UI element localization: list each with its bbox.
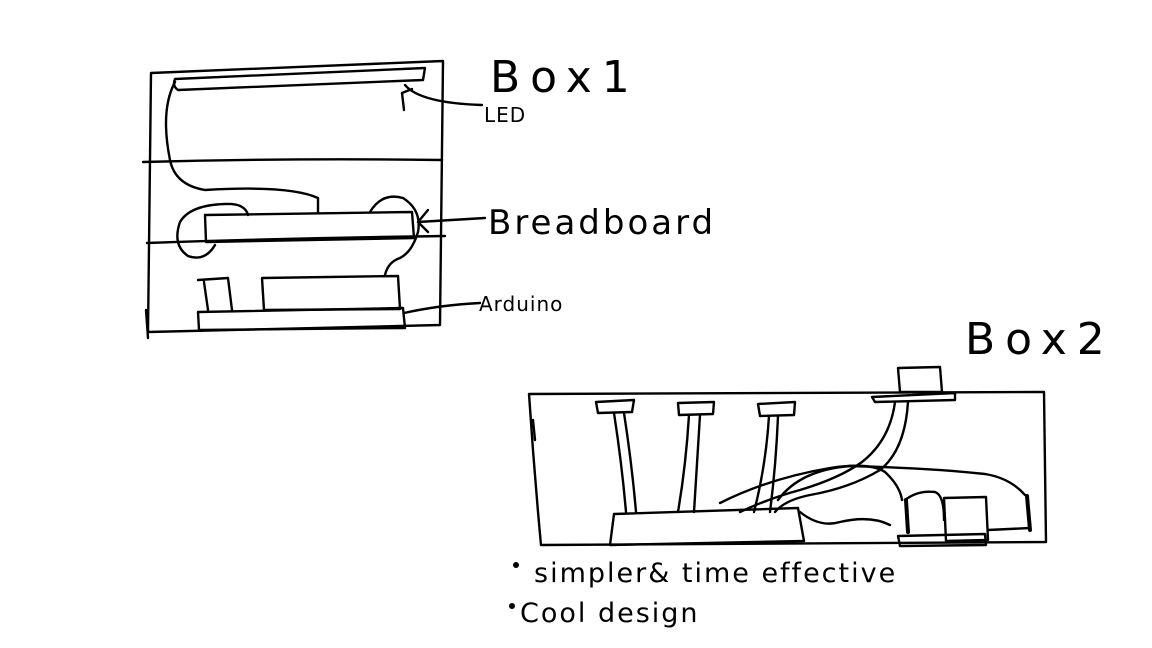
button-2-wires [678,415,700,512]
box1-title: Box1 [490,52,640,103]
box2-button-3 [758,402,795,416]
knob-wire-5 [800,512,890,525]
note-1-bullet [513,562,519,568]
box2-note-1: simpler& time effective [534,558,897,589]
box1-upper-shelf [143,159,442,162]
knob-wire-2 [775,402,908,512]
box2-knob-base [872,393,955,402]
box1-diagram [143,61,485,338]
knob-wire-1 [740,402,895,512]
right-component-post-1 [906,500,908,532]
led-arrowhead [402,89,412,110]
box2-knob [898,367,942,392]
box2-note-2: Cool design [520,598,700,629]
box2-button-2 [678,402,714,415]
box2-diagram [529,367,1046,546]
breadboard-left-loop [177,204,248,258]
arduino-connector [262,276,400,310]
box2-left-tick [533,420,535,440]
arduino-small-part [198,278,232,310]
arduino-label: Arduino [479,292,563,316]
arduino-leader-line [404,303,480,313]
note-2-bullet [509,603,515,609]
box2-title: Box2 [965,314,1115,365]
box2-arduino-board [610,508,804,545]
button-1-wires [614,413,636,512]
breadboard-label: Breadboard [488,203,716,243]
right-component-post-2 [1027,496,1030,530]
led-wire [166,82,318,213]
box2-button-1 [596,400,634,413]
led-label: LED [484,103,526,127]
breadboard-leader-line [418,218,485,222]
knob-wire-3 [720,466,902,503]
